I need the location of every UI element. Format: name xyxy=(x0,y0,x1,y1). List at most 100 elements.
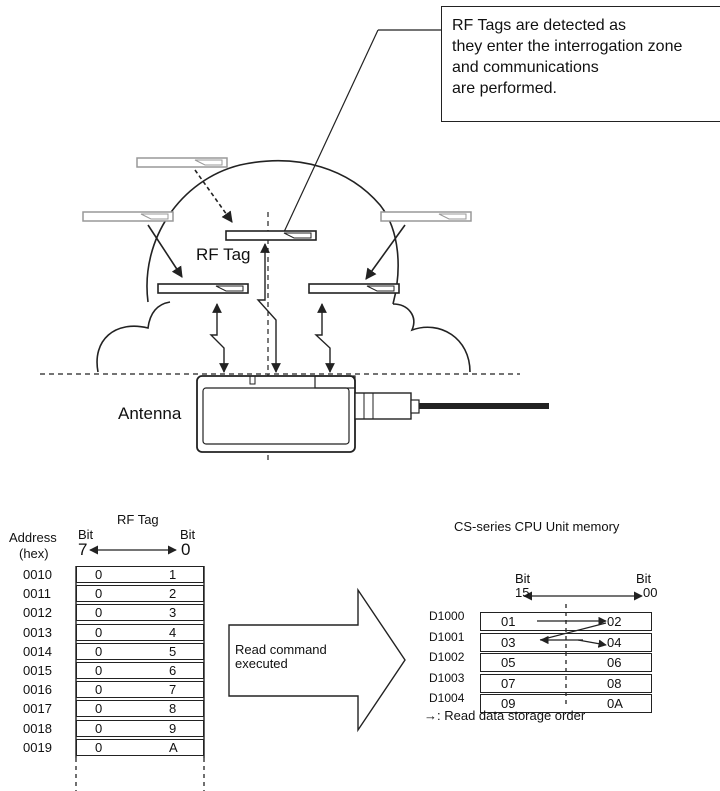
callout-line: are performed. xyxy=(452,80,557,97)
bit-right-value: 0 xyxy=(181,540,191,559)
tag-entry-arrow-right xyxy=(365,224,406,280)
memory-word-row: 03 04 xyxy=(480,632,652,652)
address-cell: 0018 xyxy=(23,720,52,736)
rf-tag-table-title: RF Tag xyxy=(117,512,159,527)
ghost-rf-tag-right xyxy=(380,211,472,222)
address-cell: 0011 xyxy=(23,586,51,602)
low-nibble-cell: 6 xyxy=(169,663,177,678)
low-nibble-cell: 7 xyxy=(169,682,177,698)
antenna-cable xyxy=(419,403,549,409)
memory-word-label: D1001 xyxy=(429,629,465,644)
bit-left-value: 7 xyxy=(78,540,88,559)
memory-word-label: D1002 xyxy=(429,650,465,664)
low-nibble-cell: 3 xyxy=(169,605,177,621)
rf-tag-center xyxy=(225,230,317,241)
read-command-arrow xyxy=(228,587,406,733)
bit-left-label: Bit xyxy=(78,527,94,542)
rf-tag-left xyxy=(157,283,249,294)
memory-word-label: D1004 xyxy=(429,691,465,705)
interrogation-zone-outline xyxy=(146,159,399,305)
tag-entry-arrow-dashed xyxy=(194,169,233,223)
tag-entry-arrow-left xyxy=(147,224,183,278)
high-nibble-cell: 0 xyxy=(95,624,103,640)
memory-word-label: D1003 xyxy=(429,670,465,685)
memory-word-row: 07 08 xyxy=(480,673,652,693)
lower-byte-cell: 0A xyxy=(607,696,623,711)
callout-box: RF Tags are detected as they enter the i… xyxy=(441,6,720,122)
high-nibble-cell: 0 xyxy=(95,586,103,602)
address-cell: 0016 xyxy=(23,682,52,698)
memory-bit-left-label: Bit xyxy=(515,571,531,586)
read-command-label: Read command xyxy=(235,642,327,657)
memory-bit-right-value: 00 xyxy=(643,585,658,600)
memory-word-label: D1000 xyxy=(429,609,465,623)
bit-right-label: Bit xyxy=(180,527,196,542)
antenna-label: Antenna xyxy=(118,404,182,423)
zone-left-lobe xyxy=(96,301,171,373)
lower-byte-cell: 02 xyxy=(607,614,622,629)
hex-header: (hex) xyxy=(19,546,49,561)
address-cell: 0014 xyxy=(23,643,52,659)
memory-bit-right-label: Bit xyxy=(636,571,652,586)
address-cell: 0015 xyxy=(23,663,52,678)
low-nibble-cell: 8 xyxy=(169,701,177,717)
upper-byte-cell: 09 xyxy=(501,696,516,711)
memory-word-row: 09 0A xyxy=(480,694,652,713)
rf-tag-label: RF Tag xyxy=(196,245,251,264)
address-cell: 0017 xyxy=(23,701,52,717)
order-arrow-3 xyxy=(577,639,607,648)
rf-tag-right xyxy=(308,283,400,294)
address-header: Address xyxy=(9,530,57,545)
storage-order-note: →: Read data storage order xyxy=(424,708,586,723)
lower-byte-cell: 06 xyxy=(607,655,622,670)
address-cell: 0010 xyxy=(23,567,52,582)
high-nibble-cell: 0 xyxy=(95,567,103,582)
executed-label: executed xyxy=(235,656,288,671)
address-cell: 0019 xyxy=(23,739,52,755)
comm-arrow-center xyxy=(256,243,281,373)
address-cell: 0012 xyxy=(23,605,52,621)
lower-byte-cell: 04 xyxy=(607,634,622,650)
high-nibble-cell: 0 xyxy=(95,605,103,621)
upper-byte-cell: 03 xyxy=(501,634,516,650)
ghost-rf-tag-left xyxy=(82,211,174,222)
memory-bit-left-value: 15 xyxy=(515,585,530,600)
zone-right-lobe xyxy=(392,303,471,373)
memory-word-row: 01 02 xyxy=(480,612,652,631)
high-nibble-cell: 0 xyxy=(95,643,103,659)
comm-arrow-right xyxy=(314,303,335,373)
high-nibble-cell: 0 xyxy=(95,739,103,755)
callout-line: RF Tags are detected as xyxy=(452,17,627,34)
low-nibble-cell: 1 xyxy=(169,567,177,582)
comm-arrow-left xyxy=(209,303,229,373)
address-cell: 0013 xyxy=(23,624,52,640)
upper-byte-cell: 07 xyxy=(501,675,516,691)
low-nibble-cell: 9 xyxy=(169,720,177,736)
high-nibble-cell: 0 xyxy=(95,682,103,698)
low-nibble-cell: 2 xyxy=(169,586,177,602)
order-arrow-diagonal xyxy=(539,622,607,641)
high-nibble-cell: 0 xyxy=(95,663,103,678)
memory-word-row: 05 06 xyxy=(480,653,652,672)
low-nibble-cell: 5 xyxy=(169,643,177,659)
lower-byte-cell: 08 xyxy=(607,675,622,691)
cpu-memory-title: CS-series CPU Unit memory xyxy=(454,519,620,534)
upper-byte-cell: 01 xyxy=(501,614,516,629)
low-nibble-cell: A xyxy=(169,739,178,755)
callout-leader-diagonal xyxy=(283,29,379,233)
upper-byte-cell: 05 xyxy=(501,655,516,670)
low-nibble-cell: 4 xyxy=(169,624,177,640)
antenna-body xyxy=(196,375,549,453)
high-nibble-cell: 0 xyxy=(95,701,103,717)
